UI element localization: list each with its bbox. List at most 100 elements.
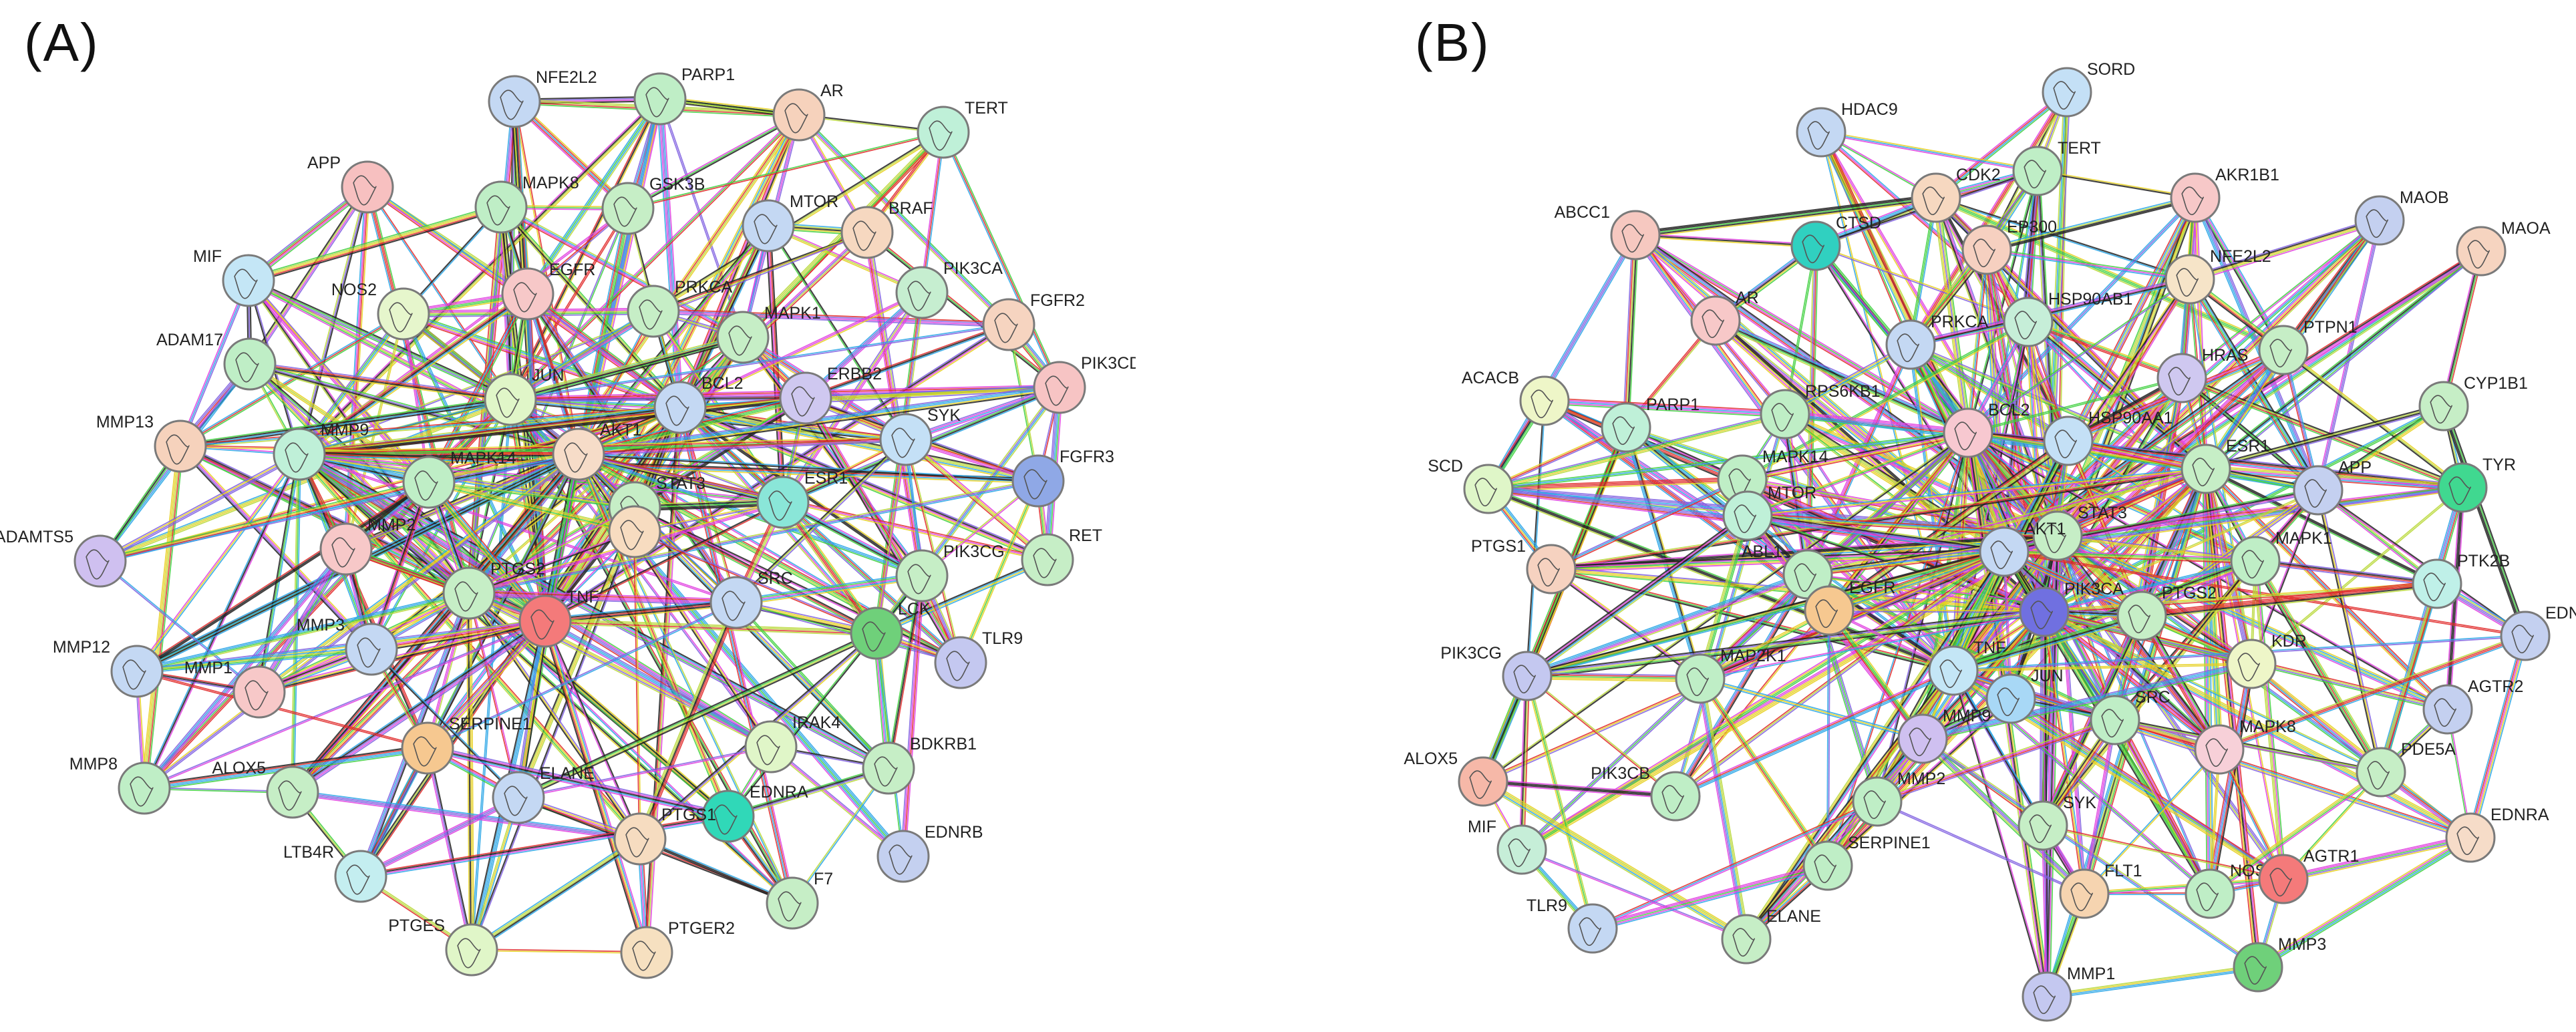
edge-line — [1828, 548, 2003, 609]
protein-structure-icon — [2244, 956, 2267, 985]
node-label: FGFR3 — [1060, 448, 1114, 466]
edge-line — [544, 602, 737, 622]
edge-line — [404, 310, 681, 405]
node-label: NOS2 — [331, 281, 377, 299]
node-label: ELANE — [1766, 907, 1821, 926]
edge-line — [367, 186, 470, 593]
node-circle — [1021, 533, 1074, 586]
edge-line — [863, 232, 920, 576]
edge-line — [1527, 673, 1701, 678]
network-node: ABCC1 — [1555, 203, 1661, 261]
network-node: KDR — [2226, 632, 2307, 689]
edge-line — [1934, 90, 2066, 197]
node-circle — [1722, 490, 1773, 541]
edge-line — [1484, 778, 1748, 937]
edge-line — [1488, 414, 1786, 490]
node-circle — [744, 720, 798, 773]
node-label: AR — [820, 81, 844, 100]
network-node: HDAC9 — [1796, 100, 1898, 158]
edge-line — [2044, 558, 2255, 611]
edge-line — [258, 618, 545, 691]
node-circle — [2500, 611, 2551, 661]
edge-line — [1953, 615, 2142, 672]
edge-line — [2471, 636, 2527, 838]
edge-line — [1522, 536, 2059, 852]
node-label: ERBB2 — [827, 365, 882, 383]
edge-line — [1545, 397, 1786, 412]
edge-line — [470, 836, 639, 949]
network-node: FGFR3 — [1011, 448, 1114, 508]
edge-line — [468, 506, 635, 593]
edge-line — [249, 277, 512, 398]
node-label: AKT1 — [2024, 520, 2066, 538]
edge-line — [1593, 802, 1879, 930]
edge-line — [1482, 783, 1675, 800]
edge-line — [1936, 195, 2285, 349]
network-node: ADAMTS5 — [0, 528, 127, 588]
network-node: MMP2 — [319, 516, 416, 576]
edge-line — [1785, 411, 1969, 432]
edge-line — [1826, 611, 1922, 741]
edge-line — [2044, 611, 2471, 838]
edge-line — [429, 481, 635, 532]
edge-line — [875, 556, 1048, 632]
network-node: MMP8 — [69, 755, 171, 815]
edge-line — [2114, 720, 2381, 773]
protein-structure-icon — [353, 175, 377, 206]
edge-line — [2082, 719, 2114, 894]
node-label: MTOR — [790, 192, 838, 211]
edge-line — [1698, 572, 1807, 678]
node-circle — [484, 373, 537, 426]
edge-line — [679, 409, 1038, 485]
protein-structure-icon — [2304, 479, 2327, 508]
node-label: EDNRA — [2490, 806, 2549, 824]
edge-line — [1935, 91, 2067, 198]
edge-line — [1830, 609, 1925, 738]
edge-line — [1743, 668, 1952, 938]
edge-line — [2042, 614, 2470, 841]
edge-line — [736, 603, 961, 664]
network-node: AGTR1 — [2258, 847, 2359, 904]
edge-line — [468, 530, 635, 593]
edge-line — [1716, 317, 1970, 431]
network-node: PTGS2 — [442, 560, 545, 620]
edge-line — [1826, 432, 1968, 866]
edge-line — [545, 605, 737, 625]
protein-structure-icon — [357, 637, 381, 668]
edge-line — [1526, 515, 1748, 677]
edge-line — [301, 295, 530, 458]
edge-line — [1674, 550, 2004, 796]
network-node: NFE2L2 — [488, 68, 597, 128]
node-circle — [1567, 903, 1618, 954]
node-circle — [608, 505, 661, 558]
protein-structure-icon — [2044, 524, 2066, 554]
edge-line — [511, 99, 662, 401]
edge-line — [1967, 170, 2038, 433]
protein-structure-icon — [1661, 785, 1684, 814]
protein-structure-icon — [457, 938, 481, 969]
edge-line — [2319, 407, 2446, 493]
protein-structure-icon — [1794, 563, 1816, 592]
edge-line — [1635, 200, 1937, 239]
edge-line — [2444, 405, 2527, 636]
edge-line — [138, 454, 301, 673]
edge-line — [628, 132, 944, 210]
protein-structure-icon — [2029, 814, 2052, 844]
node-label: PTGS1 — [1471, 537, 1526, 556]
edge-line — [1522, 553, 2006, 852]
node-label: BDKRB1 — [910, 735, 977, 753]
node-circle — [2258, 325, 2309, 375]
protein-structure-icon — [1732, 928, 1755, 957]
node-label: TNF — [567, 588, 599, 607]
edge-line — [2444, 251, 2482, 407]
edge-line — [2057, 534, 2221, 750]
edge-line — [180, 315, 405, 448]
edge-line — [180, 407, 681, 447]
edge-line — [1550, 478, 1742, 568]
node-label: AKR1B1 — [2215, 166, 2279, 184]
edge-line — [1488, 428, 1627, 491]
protein-structure-icon — [234, 269, 258, 299]
node-label: PDE5A — [2401, 740, 2456, 759]
protein-structure-icon — [530, 609, 554, 640]
